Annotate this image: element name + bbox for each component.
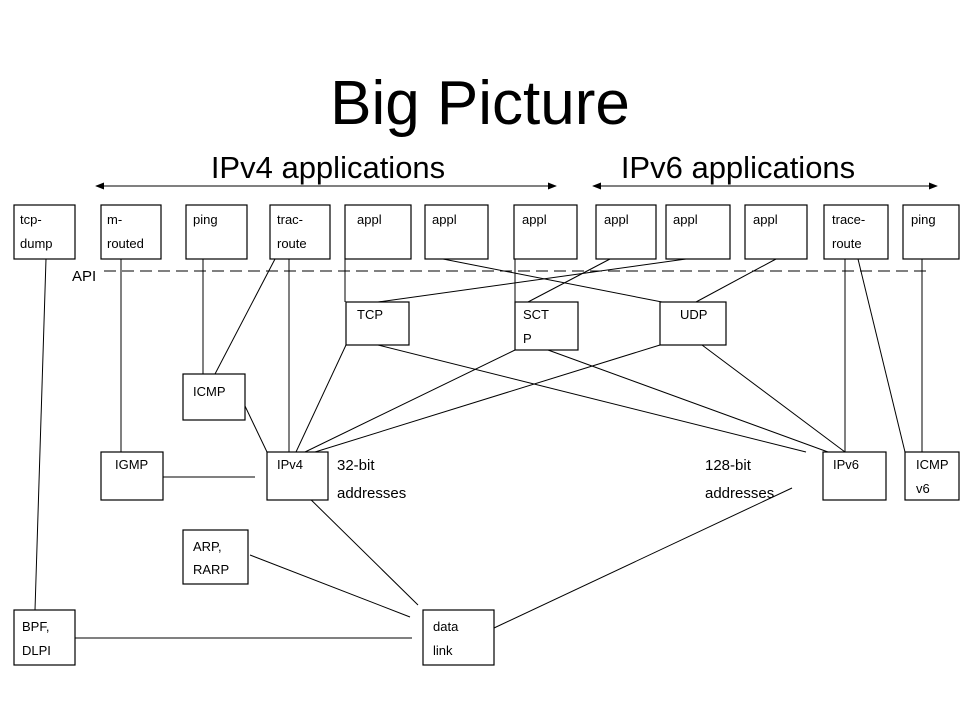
- arp-rarp-label-1: ARP,: [193, 539, 222, 554]
- ipv4-label: IPv4: [277, 457, 303, 472]
- arp-rarp-box: [182, 529, 249, 585]
- igmp-box: [100, 451, 164, 501]
- app-label-appl-4: appl: [604, 212, 629, 227]
- app-label-appl-2: appl: [432, 212, 457, 227]
- icmpv6-label-1: ICMP: [916, 457, 949, 472]
- udp-label: UDP: [680, 307, 707, 322]
- sctp-to-ipv6-line: [547, 349, 829, 453]
- ipv6-to-datalink-line: [493, 487, 793, 629]
- datalink-box: [422, 609, 495, 666]
- app-label-mrouted-2: routed: [107, 236, 144, 251]
- app-label-traceroute-1: trac-: [277, 212, 303, 227]
- appl-v6-to-sctp-line: [527, 258, 611, 303]
- app-label-appl-6: appl: [753, 212, 778, 227]
- udp-to-ipv4-line: [314, 344, 661, 453]
- icmpv6-label-2: v6: [916, 481, 930, 496]
- ipv4-address-note-2: addresses: [337, 485, 406, 502]
- ipv4-address-note-1: 32-bit: [337, 457, 375, 474]
- ipv4-box: [266, 451, 329, 501]
- api-label: API: [72, 268, 96, 285]
- app-label-tcpdump-2: dump: [20, 236, 53, 251]
- tcp-to-ipv6-line: [377, 344, 807, 453]
- app-label-tcpdump-1: tcp-: [20, 212, 42, 227]
- icmpv6-box: [904, 451, 960, 501]
- ipv4-applications-heading: IPv4 applications: [211, 150, 445, 185]
- datalink-label-1: data: [433, 619, 459, 634]
- app-box-appl-4: [595, 204, 657, 260]
- ipv6-box: [822, 451, 887, 501]
- app-box-appl-6: [744, 204, 808, 260]
- udp-box: [659, 301, 727, 346]
- app-box-tcpdump: [13, 204, 76, 260]
- tcp-to-ipv4-line: [295, 344, 347, 453]
- appl-v6-to-udp-line: [695, 258, 777, 303]
- ipv6-applications-heading: IPv6 applications: [621, 150, 855, 185]
- app-label-traceroute6-2: route: [832, 236, 862, 251]
- app-box-appl-3: [513, 204, 578, 260]
- traceroute-to-icmp-line: [214, 258, 276, 375]
- app-label-traceroute-2: route: [277, 236, 307, 251]
- traceroute6-to-icmpv6-line: [857, 258, 906, 453]
- slide-title: Big Picture: [330, 69, 630, 138]
- tcpdump-to-bpf-line: [34, 258, 47, 611]
- app-box-appl-1: [344, 204, 412, 260]
- sctp-box: [514, 301, 579, 351]
- igmp-label: IGMP: [115, 457, 148, 472]
- datalink-label-2: link: [433, 643, 453, 658]
- icmp-to-ipv4-line: [244, 405, 268, 453]
- udp-to-ipv6-line: [701, 344, 846, 453]
- app-box-appl-5: [665, 204, 731, 260]
- app-label-appl-3: appl: [522, 212, 547, 227]
- ipv4-to-datalink-line: [297, 486, 419, 606]
- app-box-mrouted: [100, 204, 162, 260]
- app-box-appl-2: [424, 204, 489, 260]
- app-label-ping6: ping: [911, 212, 936, 227]
- arp-to-datalink-line: [249, 554, 411, 618]
- app-label-ping: ping: [193, 212, 218, 227]
- ipv6-address-note-2: addresses: [705, 485, 774, 502]
- app-label-appl-5: appl: [673, 212, 698, 227]
- sctp-to-ipv4-line: [304, 349, 516, 453]
- app-box-ping6: [902, 204, 960, 260]
- appl-v6-to-tcp-line: [377, 258, 687, 303]
- app-box-traceroute6: [823, 204, 889, 260]
- icmp-box: [182, 373, 246, 421]
- application-row: tcp- dump m- routed ping trac- route app…: [13, 204, 960, 260]
- app-box-ping: [185, 204, 248, 260]
- network-layer: ICMP IGMP IPv4 32-bit addresses 128-bit …: [100, 373, 960, 585]
- icmp-label: ICMP: [193, 384, 226, 399]
- bpf-dlpi-box: [13, 609, 76, 666]
- ipv6-address-note-1: 128-bit: [705, 457, 752, 474]
- bpf-dlpi-label-2: DLPI: [22, 643, 51, 658]
- app-label-mrouted-1: m-: [107, 212, 122, 227]
- tcp-box: [345, 301, 410, 346]
- link-layer: BPF, DLPI data link: [13, 609, 495, 666]
- sctp-label-1: SCT: [523, 307, 549, 322]
- bpf-dlpi-label-1: BPF,: [22, 619, 49, 634]
- app-label-traceroute6-1: trace-: [832, 212, 865, 227]
- connection-lines: [34, 258, 923, 639]
- ipv6-label: IPv6: [833, 457, 859, 472]
- arp-rarp-label-2: RARP: [193, 562, 229, 577]
- app-label-appl-1: appl: [357, 212, 382, 227]
- tcp-label: TCP: [357, 307, 383, 322]
- app-box-traceroute: [269, 204, 331, 260]
- appl-to-udp-line: [442, 258, 663, 303]
- sctp-label-2: P: [523, 331, 532, 346]
- transport-layer: TCP SCT P UDP: [345, 301, 727, 351]
